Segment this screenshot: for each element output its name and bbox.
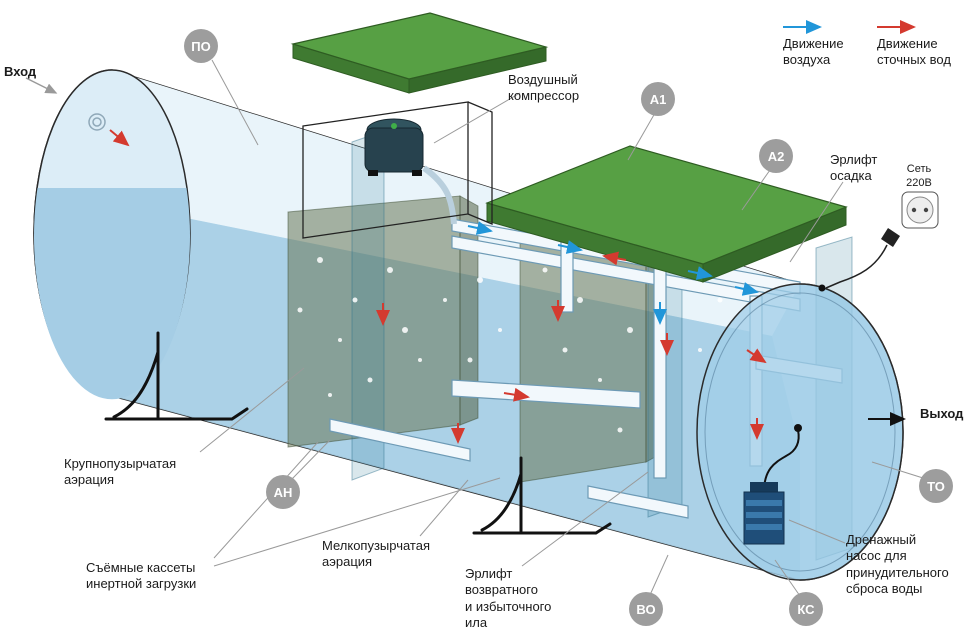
sludge-return-label: Эрлифт возвратного и избыточного ила [465, 566, 552, 630]
inlet-spiral-icon [88, 113, 106, 131]
cassettes-label: Съёмные кассеты инертной загрузки [86, 560, 197, 592]
compressor-label: Воздушный компрессор [508, 72, 580, 104]
badge-ks: КС [789, 592, 823, 626]
tank-left-cap [33, 69, 191, 400]
power-cable [825, 244, 888, 289]
compressor-outlet-pipe [422, 165, 457, 225]
air-flow-arrows [467, 221, 759, 325]
legend-sewage-label: Движение сточных вод [877, 36, 951, 68]
support-stand-right [472, 456, 612, 535]
compressor-box [302, 101, 493, 239]
badge-a2: А2 [759, 139, 793, 173]
coarse-aeration-label: Крупнопузырчатая аэрация [64, 456, 177, 488]
plug-icon [881, 228, 900, 247]
outlet-label: Выход [920, 406, 964, 421]
lid-small [290, 12, 549, 94]
support-stand-left [104, 331, 249, 421]
inlet-arrow [25, 77, 58, 94]
inert-cassette-1 [287, 195, 479, 448]
legend-air-label: Движение воздуха [783, 36, 844, 68]
sewage-flow-arrows [109, 129, 767, 444]
power-socket-icon [818, 191, 939, 292]
fine-aeration-label: Мелкопузырчатая аэрация [322, 538, 431, 570]
badge-a1: А1 [641, 82, 675, 116]
leader-lines [199, 59, 924, 597]
power-label: Сеть 220В [906, 163, 932, 189]
air-compressor-icon [364, 118, 424, 176]
sludge-airlift-label: Эрлифт осадка [830, 152, 878, 184]
badge-po: ПО [184, 29, 218, 63]
badge-an: АН [266, 475, 300, 509]
badge-to: ТО [919, 469, 953, 503]
drain-pump-label: Дренажный насос для принудительного сбро… [846, 532, 949, 596]
drainage-pump-icon [743, 424, 802, 545]
inlet-label: Вход [4, 64, 37, 79]
badge-vo: ВО [629, 592, 663, 626]
lid-large [485, 145, 848, 283]
